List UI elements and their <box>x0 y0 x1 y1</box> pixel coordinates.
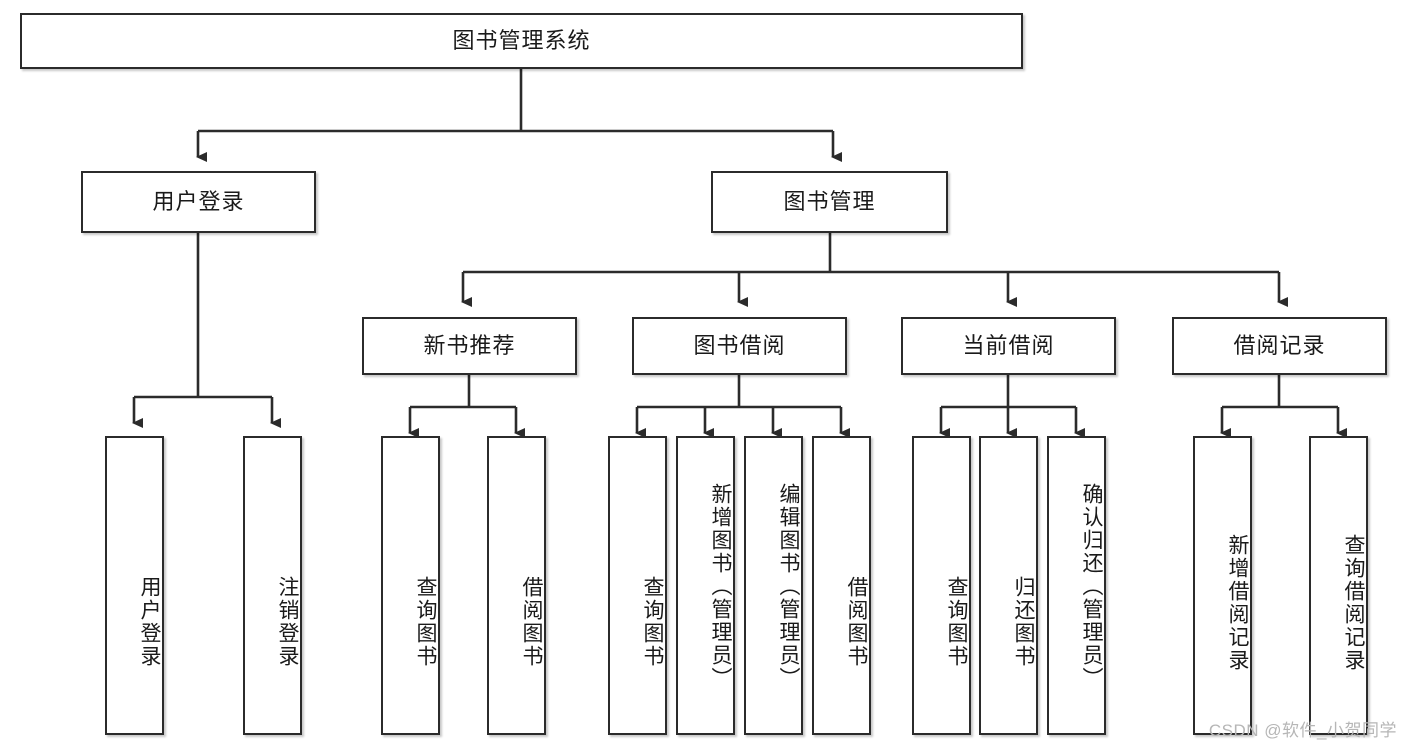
node-new-book-rec[interactable]: 新书推荐 <box>362 317 577 375</box>
node-leaf-user-logout-label: 注销登录 <box>276 575 299 668</box>
node-leaf-user-login[interactable]: 用户登录 <box>105 436 164 735</box>
node-leaf-add-book-label: 新增图书（管理员） <box>709 483 732 690</box>
node-book-borrow-label: 图书借阅 <box>693 332 786 358</box>
node-current-borrow-label: 当前借阅 <box>962 332 1055 358</box>
node-leaf-user-login-label: 用户登录 <box>138 575 161 668</box>
node-current-borrow[interactable]: 当前借阅 <box>901 317 1116 375</box>
node-book-manage-label: 图书管理 <box>783 188 876 214</box>
node-leaf-borrow-book-1[interactable]: 借阅图书 <box>487 436 546 735</box>
node-user-login[interactable]: 用户登录 <box>81 171 316 233</box>
node-leaf-return-book[interactable]: 归还图书 <box>979 436 1038 735</box>
node-leaf-borrow-book-1-label: 借阅图书 <box>520 575 543 668</box>
node-book-borrow[interactable]: 图书借阅 <box>632 317 847 375</box>
node-leaf-edit-book-label: 编辑图书（管理员） <box>777 483 800 690</box>
node-user-login-label: 用户登录 <box>152 188 245 214</box>
node-leaf-query-book-1-label: 查询图书 <box>414 575 437 668</box>
node-leaf-query-record[interactable]: 查询借阅记录 <box>1309 436 1368 735</box>
node-leaf-user-logout[interactable]: 注销登录 <box>243 436 302 735</box>
node-leaf-borrow-book-2[interactable]: 借阅图书 <box>812 436 871 735</box>
node-leaf-query-book-3[interactable]: 查询图书 <box>912 436 971 735</box>
node-leaf-query-book-2-label: 查询图书 <box>641 575 664 668</box>
node-borrow-record-label: 借阅记录 <box>1233 332 1326 358</box>
csdn-watermark: CSDN @软件_小贺同学 <box>1208 721 1397 740</box>
node-leaf-return-book-label: 归还图书 <box>1012 575 1035 668</box>
node-leaf-confirm-return-label: 确认归还（管理员） <box>1080 483 1103 690</box>
node-leaf-query-record-label: 查询借阅记录 <box>1342 533 1365 672</box>
node-leaf-query-book-3-label: 查询图书 <box>945 575 968 668</box>
node-new-book-rec-label: 新书推荐 <box>423 332 516 358</box>
node-leaf-query-book-2[interactable]: 查询图书 <box>608 436 667 735</box>
node-leaf-borrow-book-2-label: 借阅图书 <box>845 575 868 668</box>
node-leaf-confirm-return[interactable]: 确认归还（管理员） <box>1047 436 1106 735</box>
node-leaf-query-book-1[interactable]: 查询图书 <box>381 436 440 735</box>
node-book-manage[interactable]: 图书管理 <box>711 171 948 233</box>
node-leaf-add-book[interactable]: 新增图书（管理员） <box>676 436 735 735</box>
node-leaf-edit-book[interactable]: 编辑图书（管理员） <box>744 436 803 735</box>
node-borrow-record[interactable]: 借阅记录 <box>1172 317 1387 375</box>
node-leaf-add-record[interactable]: 新增借阅记录 <box>1193 436 1252 735</box>
node-leaf-add-record-label: 新增借阅记录 <box>1226 533 1249 672</box>
node-root-label: 图书管理系统 <box>452 27 591 53</box>
node-root[interactable]: 图书管理系统 <box>20 13 1023 69</box>
